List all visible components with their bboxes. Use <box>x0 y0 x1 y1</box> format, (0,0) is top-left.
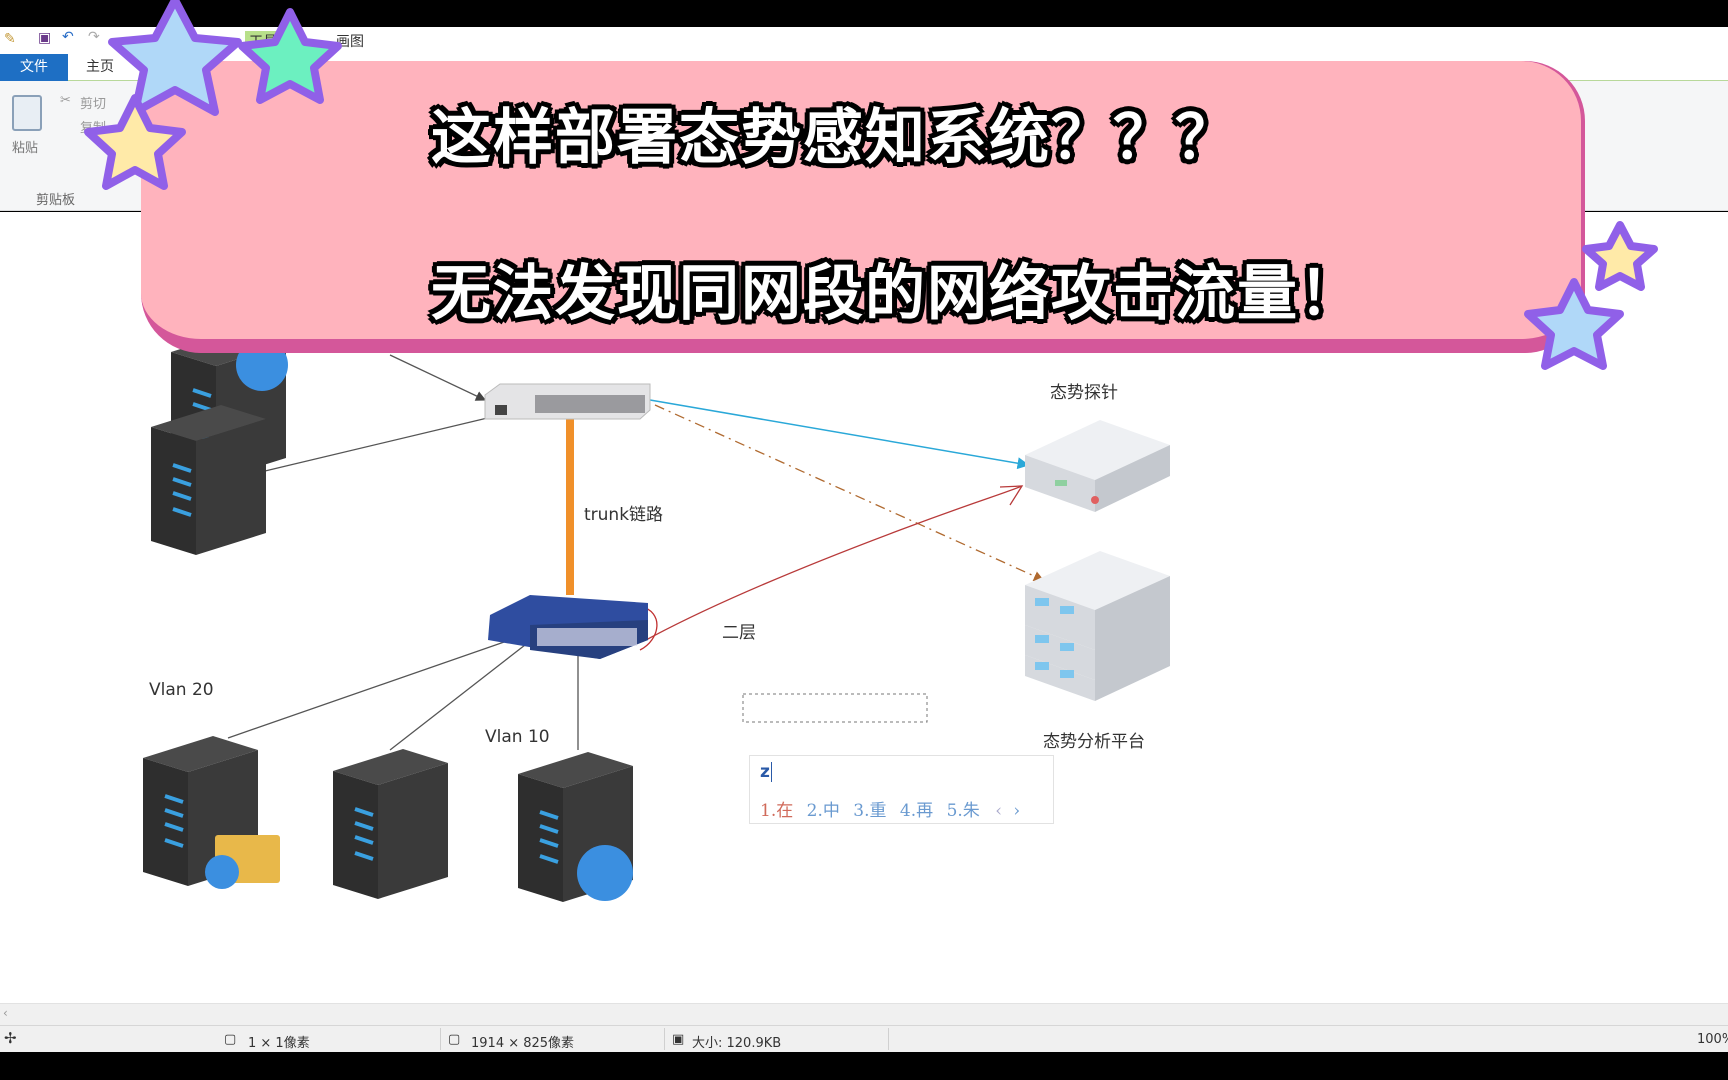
image-dimensions: 1914 × 825像素 <box>471 1036 575 1051</box>
banner-line-2: 无法发现同网段的网络攻击流量！ <box>431 259 1361 329</box>
vlan10-label: Vlan 10 <box>485 727 550 747</box>
tab-file[interactable]: 文件 <box>0 54 68 81</box>
clipboard-group-label: 剪贴板 <box>36 193 76 208</box>
link-core-platform <box>654 404 1045 581</box>
scroll-left-icon[interactable]: ‹ <box>3 1006 8 1020</box>
ime-next-page[interactable]: › <box>1013 801 1021 821</box>
canvas-icon: ▢ <box>448 1032 461 1047</box>
probe-label: 态势探针 <box>1050 383 1118 403</box>
text-selection-box[interactable] <box>742 693 928 723</box>
window-title: 画图 <box>336 34 364 50</box>
horizontal-scrollbar[interactable]: ‹ <box>0 1003 1728 1025</box>
disk-icon: ▣ <box>672 1032 685 1047</box>
server-vlan20-b[interactable] <box>331 747 450 901</box>
trunk-label: trunk链路 <box>584 505 664 525</box>
scissors-icon: ✂ <box>60 93 71 108</box>
paint-app-icon: ✎ <box>4 31 16 47</box>
link-vlan20-server-b <box>389 644 526 751</box>
vlan20-label: Vlan 20 <box>149 680 214 700</box>
move-cursor-icon: ✢ <box>4 1029 17 1047</box>
platform-label: 态势分析平台 <box>1043 732 1145 752</box>
save-icon[interactable]: ▣ <box>38 30 52 46</box>
server-left[interactable] <box>149 403 268 557</box>
analysis-platform[interactable] <box>1025 551 1170 701</box>
ime-candidate[interactable]: 2.中 <box>806 801 840 821</box>
ime-candidate[interactable]: 5.朱 <box>946 801 980 821</box>
cursor-position: 1 × 1像素 <box>248 1036 310 1051</box>
probe-device[interactable] <box>1025 420 1170 512</box>
ime-candidate[interactable]: 4.再 <box>899 801 934 821</box>
layer2-label: 二层 <box>722 623 756 643</box>
link-vlan20-server-a <box>227 639 511 739</box>
link-server1-core <box>389 354 487 401</box>
ime-prev-page[interactable]: ‹ <box>995 801 1003 821</box>
link-server2-core <box>264 414 501 472</box>
globe-icon <box>205 855 239 889</box>
file-size: 大小: 120.9KB <box>692 1036 782 1051</box>
overlay-banner: 这样部署态势感知系统？？？ 无法发现同网段的网络攻击流量！ <box>141 61 1581 353</box>
mirror-link-probe <box>649 399 1030 470</box>
annotation-arrowhead <box>999 485 1024 506</box>
status-bar: ✢ ▢ 1 × 1像素 ▢ 1914 × 825像素 ▣ 大小: 120.9KB… <box>0 1025 1728 1052</box>
zoom-level: 100% <box>1697 1032 1728 1047</box>
trunk-link <box>566 419 574 595</box>
ime-candidate[interactable]: 1.在 <box>760 801 794 821</box>
redo-icon[interactable]: ↷ <box>88 29 100 45</box>
tab-home[interactable]: 主页 <box>86 59 114 75</box>
banner-line-1: 这样部署态势感知系统？？？ <box>431 103 1237 173</box>
selection-icon: ▢ <box>224 1032 237 1047</box>
undo-icon[interactable]: ↶ <box>62 29 74 45</box>
paste-button[interactable]: 粘贴 <box>12 141 39 156</box>
ime-input: z <box>760 762 772 782</box>
access-switch[interactable] <box>488 595 648 659</box>
ime-candidate-window: z 1.在 2.中 3.重 4.再 5.朱 ‹ › <box>749 755 1054 824</box>
core-switch[interactable] <box>484 383 651 420</box>
paste-icon[interactable] <box>12 95 42 131</box>
globe-icon <box>577 845 633 901</box>
ime-candidate[interactable]: 3.重 <box>853 801 887 821</box>
annotation-arrow <box>645 485 1023 641</box>
